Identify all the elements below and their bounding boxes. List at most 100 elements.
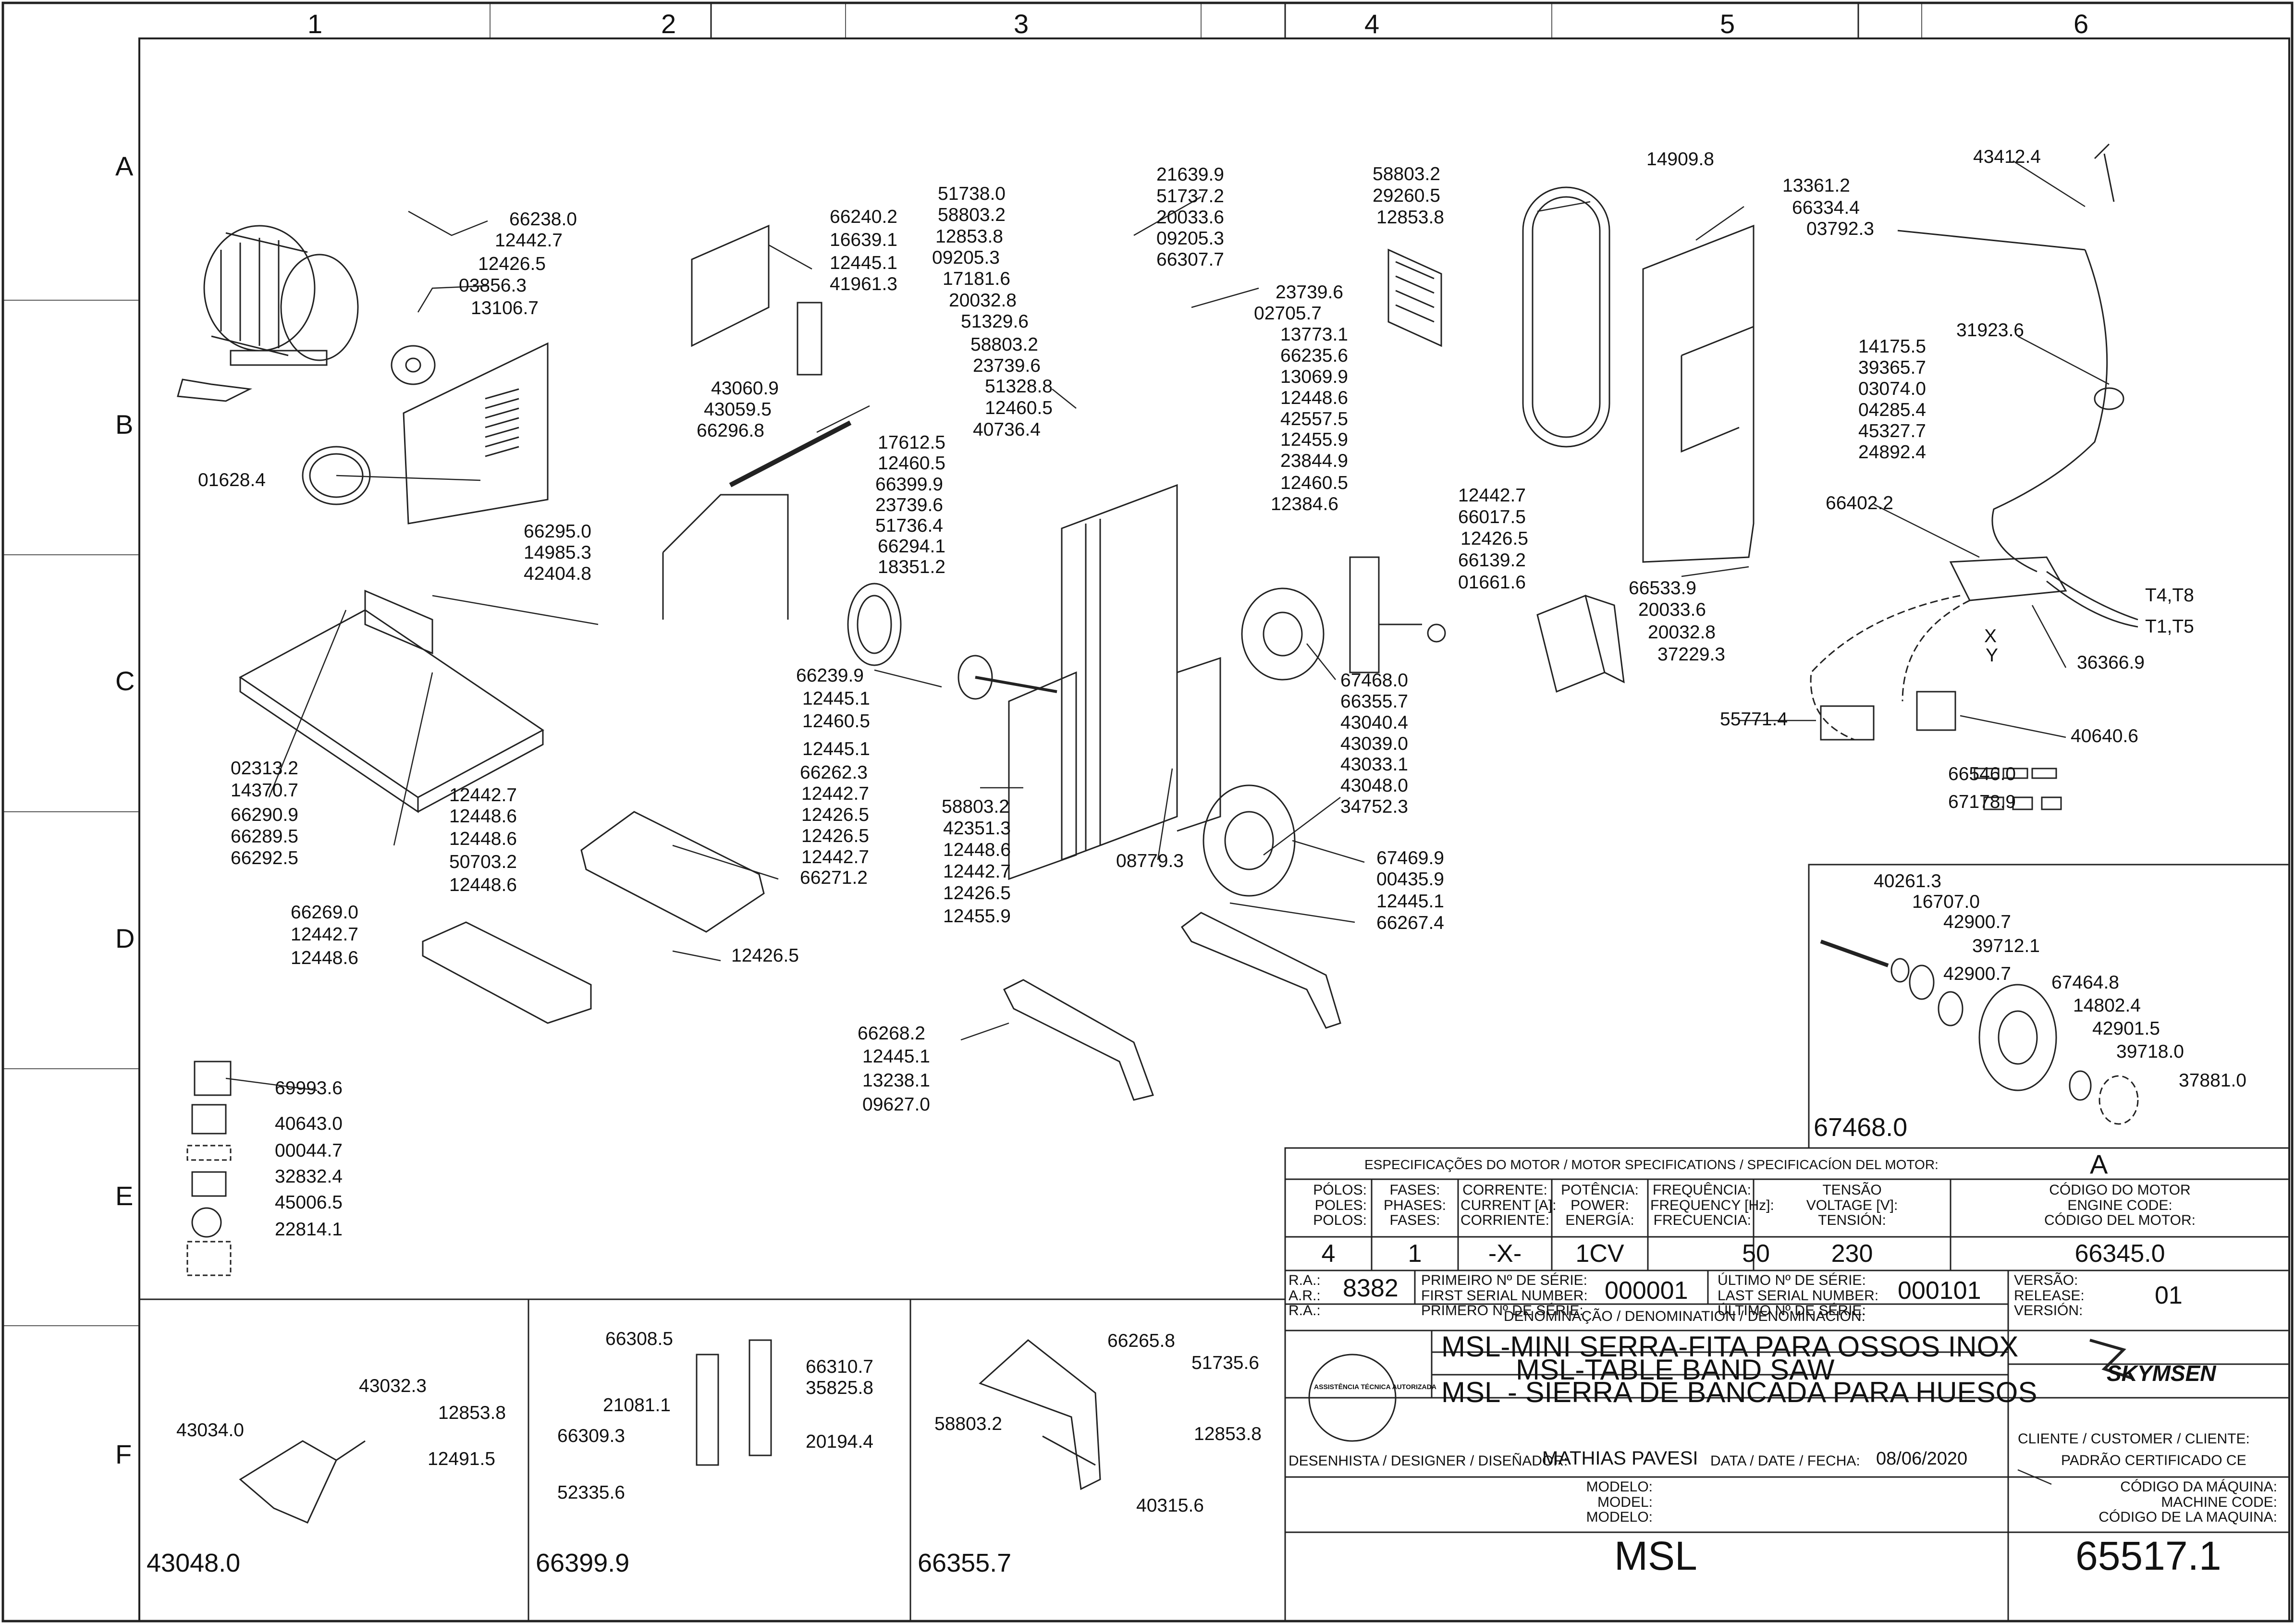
- part-number: 66295.0: [524, 521, 591, 542]
- ra-value: 8382: [1343, 1274, 1399, 1302]
- column-label: 4: [1364, 9, 1380, 39]
- part-number: 09627.0: [862, 1094, 930, 1115]
- electric-box-drawing: [1536, 594, 1625, 693]
- door-drawing: [1642, 224, 1755, 563]
- part-number: 66355.7: [1340, 691, 1408, 712]
- part-number: 43033.1: [1340, 754, 1408, 775]
- spec-value-phases: 1: [1408, 1240, 1422, 1268]
- part-number: 58803.2: [938, 205, 1006, 225]
- part-number: 12442.7: [291, 924, 358, 945]
- authorized-service-seal: ASSISTÊNCIA TÉCNICA AUTORIZADA: [1314, 1383, 1436, 1391]
- part-number: 14175.5: [1858, 336, 1926, 357]
- spec-head-frequency: FREQUÊNCIA:FREQUENCY [Hz]:FRECUENCIA:: [1650, 1182, 1774, 1228]
- spec-head-current: CORRENTE:CURRENT [A]:CORRIENTE:: [1460, 1182, 1557, 1228]
- part-number: 13361.2: [1782, 175, 1850, 196]
- left-base-drawing: [422, 921, 592, 1024]
- part-number: 21639.9: [1156, 164, 1224, 185]
- part-number: 03792.3: [1806, 219, 1874, 239]
- seal-drawing: [1308, 1354, 1397, 1442]
- part-number: 66017.5: [1458, 507, 1526, 527]
- part-number: 66265.8: [1107, 1331, 1175, 1351]
- product-name-pt: MSL-MINI SERRA-FITA PARA OSSOS INOX: [1441, 1331, 2019, 1363]
- part-number: 66240.2: [830, 207, 897, 227]
- part-number: 66239.9: [796, 665, 864, 686]
- part-number: 12448.6: [1280, 388, 1348, 408]
- detail-title: 66399.9: [536, 1549, 630, 1577]
- part-number: 20032.8: [949, 290, 1017, 311]
- version-labels: VERSÃO:RELEASE:VERSIÓN:: [2014, 1272, 2085, 1319]
- part-number: 67468.0: [1340, 670, 1408, 691]
- detail-67468-drawing: [1820, 940, 2139, 1125]
- part-number: 14370.7: [231, 780, 298, 801]
- part-number: 08779.3: [1116, 851, 1184, 871]
- part-number: 66307.7: [1156, 249, 1224, 270]
- part-number: 12442.7: [943, 861, 1011, 882]
- detail-66355-drawing: [979, 1339, 1101, 1490]
- part-number: 35825.8: [806, 1378, 873, 1398]
- part-number: 09205.3: [932, 247, 1000, 268]
- part-number: 58803.2: [970, 334, 1038, 355]
- detail-title: 67468.0: [1814, 1113, 1908, 1142]
- part-number: 13106.7: [471, 298, 539, 318]
- part-number: 43034.0: [176, 1420, 244, 1441]
- part-number: 03074.0: [1858, 379, 1926, 399]
- part-number: 14985.3: [524, 542, 591, 563]
- switchboard-drawing: [1949, 556, 2067, 601]
- model-value: MSL: [1614, 1533, 1697, 1578]
- part-number: 67178.9: [1948, 792, 2016, 812]
- part-number: 23739.6: [973, 355, 1041, 376]
- part-number: 12426.5: [478, 254, 546, 274]
- denomination-label: DENOMINAÇÃO / DENOMINATION / DENOMINACIÓ…: [1504, 1308, 1865, 1324]
- machine-code-value: 65517.1: [2075, 1533, 2221, 1578]
- part-number: 32832.4: [275, 1166, 343, 1187]
- part-number: 66292.5: [231, 848, 298, 868]
- part-number: 12442.7: [495, 230, 563, 251]
- column-label: 6: [2074, 9, 2089, 39]
- part-number: 40261.3: [1874, 871, 1941, 891]
- part-number: 52335.6: [557, 1482, 625, 1503]
- part-number: 00044.7: [275, 1140, 343, 1161]
- ra-labels: R.A.:A.R.:R.A.:: [1289, 1272, 1321, 1319]
- spec-value-engine-code: 66345.0: [2074, 1240, 2165, 1268]
- part-number: 12442.7: [1458, 485, 1526, 506]
- part-number: 43060.9: [711, 378, 779, 399]
- tension-screw-drawing: [729, 420, 852, 488]
- part-number: 12448.6: [449, 829, 517, 849]
- leader-lines: [225, 160, 2110, 1485]
- part-number: 51735.6: [1191, 1353, 1259, 1373]
- first-serial-labels: PRIMEIRO Nº DE SÉRIE:FIRST SERIAL NUMBER…: [1421, 1272, 1588, 1319]
- part-number: 66238.0: [509, 209, 577, 230]
- part-number: 66139.2: [1458, 550, 1526, 571]
- part-number: 67469.9: [1376, 848, 1444, 868]
- last-serial-value: 000101: [1898, 1277, 1981, 1305]
- vent-drawing: [1387, 248, 1442, 347]
- part-number: 39712.1: [1972, 936, 2040, 956]
- part-number: 12426.5: [731, 945, 799, 966]
- part-number: 13238.1: [862, 1070, 930, 1091]
- part-number: 66271.2: [800, 867, 868, 888]
- detail-43048-drawing: [239, 1440, 366, 1524]
- part-number: 12853.8: [1376, 207, 1444, 228]
- side-bracket-drawing: [580, 811, 765, 933]
- right-bracket-drawing: [1349, 556, 1422, 673]
- part-number: 51329.6: [961, 311, 1029, 332]
- part-number: 01661.6: [1458, 572, 1526, 593]
- part-number: 69993.6: [275, 1078, 343, 1099]
- part-number: 66269.0: [291, 902, 358, 923]
- frame-drawing: [1008, 484, 1221, 880]
- part-number: 42404.8: [524, 563, 591, 584]
- spec-value-frequency: 50: [1742, 1240, 1770, 1268]
- belt-drawing: [302, 446, 371, 505]
- part-number: 51328.8: [985, 376, 1053, 397]
- row-label: C: [115, 666, 135, 696]
- upper-guard-drawing: [691, 224, 770, 347]
- part-number: 12853.8: [1194, 1424, 1262, 1444]
- part-number: 12455.9: [943, 906, 1011, 927]
- power-cable-drawing: [1897, 230, 2108, 573]
- part-number: 42900.7: [1943, 912, 2011, 932]
- client-label: CLIENTE / CUSTOMER / CLIENTE:: [2018, 1431, 2250, 1447]
- plug-drawing: [2094, 387, 2124, 410]
